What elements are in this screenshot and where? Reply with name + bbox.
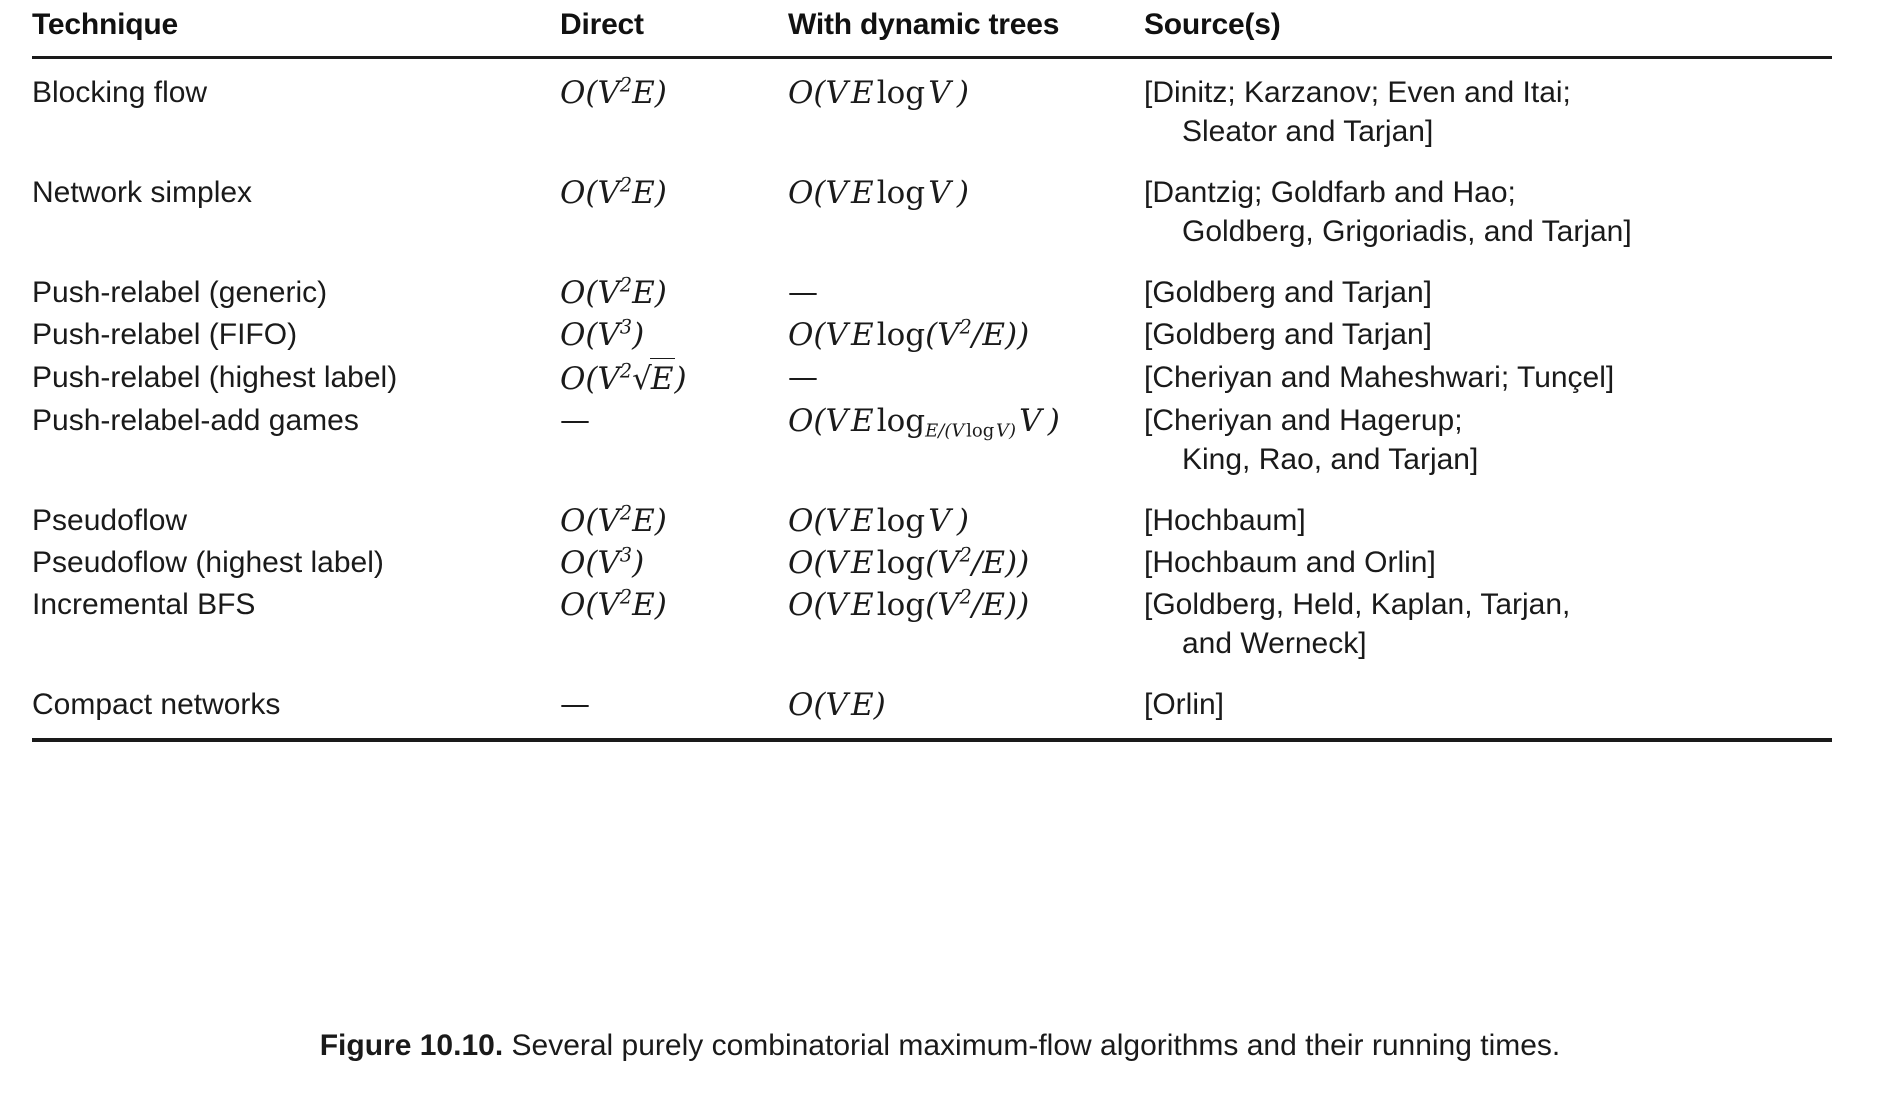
cell-dynamic: — <box>788 356 1144 399</box>
cell-technique: Blocking flow <box>32 76 208 109</box>
column-header-technique: Technique <box>32 8 178 41</box>
source-line: [Dantzig; Goldfarb and Hao; <box>1144 176 1516 209</box>
cell-dynamic: O(V E logE/(V log V) V ) <box>788 399 1144 479</box>
column-header-dynamic-trees: With dynamic trees <box>788 8 1060 41</box>
max-flow-algorithms-table: Technique Direct With dynamic trees Sour… <box>32 8 1832 742</box>
complexity-dynamic: O(V E log V ) <box>788 502 969 539</box>
cell-sources: [Goldberg and Tarjan] <box>1144 251 1832 313</box>
source-line: [Hochbaum] <box>1144 503 1306 537</box>
table-row: Push-relabel (FIFO) O(V3) O(V E log(V2/E… <box>32 313 1832 355</box>
complexity-dynamic: O(V E logE/(V log V) V ) <box>788 402 1060 442</box>
cell-direct: O(V2E) <box>560 583 788 663</box>
cell-sources: [Dinitz; Karzanov; Even and Itai; Sleato… <box>1144 58 1832 152</box>
source-line: Goldberg, Grigoriadis, and Tarjan] <box>1182 215 1632 248</box>
table-row: Push-relabel (generic) O(V2E) — [Goldber… <box>32 251 1832 313</box>
cell-sources: [Goldberg, Held, Kaplan, Tarjan, and Wer… <box>1144 583 1832 663</box>
cell-technique: Pseudoflow <box>32 503 188 537</box>
table-header: Technique Direct With dynamic trees Sour… <box>32 8 1832 58</box>
cell-sources: [Cheriyan and Maheshwari; Tunçel] <box>1144 356 1832 399</box>
cell-sources: [Hochbaum and Orlin] <box>1144 541 1832 583</box>
figure-caption-label: Figure 10.10. <box>319 1029 504 1062</box>
source-line: [Hochbaum and Orlin] <box>1144 546 1436 580</box>
cell-technique: Push-relabel-add games <box>32 403 359 437</box>
cell-technique: Push-relabel (generic) <box>32 276 328 309</box>
complexity-dynamic: O(V E log V ) <box>788 75 969 111</box>
cell-technique: Pseudoflow (highest label) <box>32 546 384 580</box>
source-line: [Goldberg and Tarjan] <box>1144 276 1432 309</box>
complexity-direct: O(V2E) <box>560 173 667 211</box>
figure-caption-text: Several purely combinatorial maximum-flo… <box>511 1029 1561 1062</box>
table-row: Pseudoflow O(V2E) O(V E log V ) [Hochbau… <box>32 479 1832 541</box>
complexity-direct: O(V2E) <box>560 273 667 311</box>
cell-sources: [Orlin] <box>1144 663 1832 739</box>
complexity-dynamic: O(V E log(V2/E)) <box>788 586 1030 624</box>
complexity-direct: O(V2√E) <box>560 357 687 397</box>
cell-dynamic: O(V E log V ) <box>788 479 1144 541</box>
cell-dynamic: — <box>788 251 1144 313</box>
cell-sources: [Dantzig; Goldfarb and Hao; Goldberg, Gr… <box>1144 151 1832 251</box>
table-row: Compact networks — O(V E) [Orlin] <box>32 663 1832 740</box>
complexity-direct: O(V3) <box>560 543 645 582</box>
source-line: [Orlin] <box>1144 688 1225 722</box>
cell-direct: O(V2E) <box>560 58 788 152</box>
complexity-direct: O(V2E) <box>560 586 667 624</box>
cell-technique: Compact networks <box>32 688 281 722</box>
complexity-direct: O(V2E) <box>560 501 667 539</box>
cell-direct: O(V2E) <box>560 251 788 313</box>
cell-technique: Push-relabel (highest label) <box>32 360 398 394</box>
table-row: Pseudoflow (highest label) O(V3) O(V E l… <box>32 541 1832 583</box>
table-row: Incremental BFS O(V2E) O(V E log(V2/E)) … <box>32 583 1832 663</box>
source-line: and Werneck] <box>1182 627 1367 661</box>
complexity-dynamic: — <box>788 359 818 395</box>
cell-direct: O(V2E) <box>560 151 788 251</box>
source-line: [Goldberg, Held, Kaplan, Tarjan, <box>1144 588 1571 622</box>
source-line: [Dinitz; Karzanov; Even and Itai; <box>1144 76 1571 109</box>
table-row: Push-relabel-add games — O(V E logE/(V l… <box>32 399 1832 479</box>
cell-sources: [Hochbaum] <box>1144 479 1832 541</box>
complexity-direct: O(V2E) <box>560 73 667 111</box>
complexity-dynamic: O(V E) <box>788 687 886 724</box>
cell-dynamic: O(V E log V ) <box>788 151 1144 251</box>
cell-dynamic: O(V E log(V2/E)) <box>788 313 1144 355</box>
cell-sources: [Cheriyan and Hagerup; King, Rao, and Ta… <box>1144 399 1832 479</box>
cell-direct: O(V2√E) <box>560 356 788 399</box>
cell-dynamic: O(V E log(V2/E)) <box>788 583 1144 663</box>
source-line: King, Rao, and Tarjan] <box>1182 442 1479 476</box>
cell-direct: — <box>560 663 788 739</box>
source-line: [Cheriyan and Maheshwari; Tunçel] <box>1144 360 1615 394</box>
cell-direct: — <box>560 399 788 479</box>
column-header-sources: Source(s) <box>1144 8 1281 41</box>
cell-dynamic: O(V E log V ) <box>788 58 1144 152</box>
complexity-dynamic: O(V E log V ) <box>788 175 969 211</box>
cell-dynamic: O(V E) <box>788 663 1144 739</box>
complexity-dynamic: O(V E log(V2/E)) <box>788 543 1030 582</box>
source-line: [Goldberg and Tarjan] <box>1144 318 1432 352</box>
table-row: Blocking flow O(V2E) O(V E log V ) [Dini… <box>32 58 1832 152</box>
complexity-dynamic: — <box>788 275 818 310</box>
complexity-direct: — <box>560 402 590 438</box>
figure-caption: Figure 10.10. Several purely combinatori… <box>32 1026 1848 1065</box>
complexity-direct: O(V3) <box>560 315 645 354</box>
cell-dynamic: O(V E log(V2/E)) <box>788 541 1144 583</box>
column-header-direct: Direct <box>560 8 644 41</box>
cell-technique: Network simplex <box>32 176 253 209</box>
cell-direct: O(V3) <box>560 541 788 583</box>
cell-direct: O(V2E) <box>560 479 788 541</box>
cell-technique: Incremental BFS <box>32 588 256 622</box>
cell-direct: O(V3) <box>560 313 788 355</box>
complexity-dynamic: O(V E log(V2/E)) <box>788 315 1030 354</box>
table-row: Push-relabel (highest label) O(V2√E) — [… <box>32 356 1832 399</box>
complexity-direct: — <box>560 687 590 723</box>
source-line: Sleator and Tarjan] <box>1182 115 1434 148</box>
table-body: Blocking flow O(V2E) O(V E log V ) [Dini… <box>32 58 1832 740</box>
cell-sources: [Goldberg and Tarjan] <box>1144 313 1832 355</box>
table-header-row: Technique Direct With dynamic trees Sour… <box>32 8 1832 58</box>
cell-technique: Push-relabel (FIFO) <box>32 318 298 352</box>
table-row: Network simplex O(V2E) O(V E log V ) [Da… <box>32 151 1832 251</box>
source-line: [Cheriyan and Hagerup; <box>1144 403 1463 437</box>
